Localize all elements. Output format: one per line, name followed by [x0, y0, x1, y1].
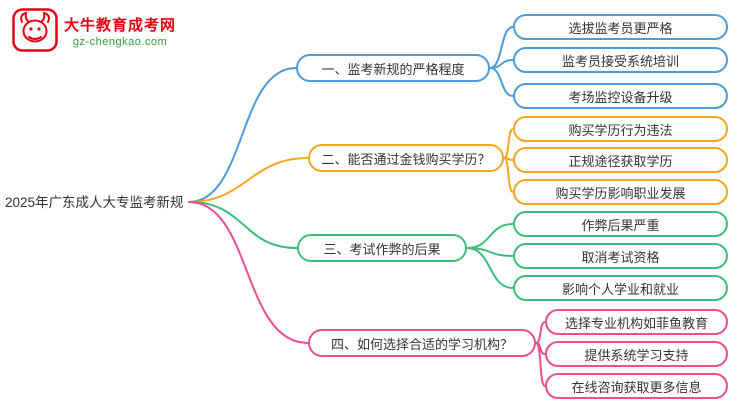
- connector-branch4-leaf2: [535, 342, 546, 355]
- leaf-2-3-label: 购买学历影响职业发展: [555, 185, 686, 201]
- branch-node-3: 三、考试作弊的后果: [297, 234, 467, 262]
- connector-branch3-leaf2: [466, 247, 514, 257]
- leaf-4-2-label: 提供系统学习支持: [584, 347, 689, 363]
- connector-branch1-leaf2: [489, 59, 514, 69]
- leaf-3-2-label: 取消考试资格: [581, 249, 660, 265]
- connector-root-branch-1: [188, 67, 297, 203]
- leaf-node-1-2: 监考员接受系统培训: [513, 47, 728, 73]
- leaf-node-1-1: 选拔监考员更严格: [513, 14, 728, 40]
- leaf-4-1-label: 选择专业机构如菲鱼教育: [564, 315, 708, 331]
- branch-node-1: 一、监考新规的严格程度: [296, 54, 490, 82]
- leaf-node-4-1: 选择专业机构如菲鱼教育: [545, 309, 728, 335]
- branch-node-4: 四、如何选择合适的学习机构？: [308, 329, 536, 357]
- root-topic: 2025年广东成人大专监考新规: [5, 195, 184, 210]
- connector-branch2-leaf2: [503, 157, 514, 161]
- leaf-2-2-label: 正规途径获取学历: [568, 153, 673, 169]
- branch-4-label: 四、如何选择合适的学习机构？: [330, 336, 513, 352]
- connector-branch3-leaf1: [466, 223, 514, 249]
- leaf-3-3-label: 影响个人学业和就业: [561, 281, 679, 297]
- connector-branch4-leaf1: [535, 321, 546, 344]
- leaf-node-3-2: 取消考试资格: [513, 243, 728, 269]
- connector-branch1-leaf1: [489, 26, 514, 69]
- leaf-node-3-1: 作弊后果严重: [513, 211, 728, 237]
- leaf-node-4-2: 提供系统学习支持: [545, 341, 728, 367]
- branch-1-label: 一、监考新规的严格程度: [321, 61, 465, 77]
- leaf-node-4-3: 在线咨询获取更多信息: [545, 373, 728, 399]
- leaf-1-2-label: 监考员接受系统培训: [561, 53, 679, 69]
- branch-node-2: 二、能否通过金钱购买学历？: [308, 144, 504, 172]
- leaf-3-1-label: 作弊后果严重: [581, 217, 660, 233]
- connector-root-branch-4: [188, 201, 309, 344]
- bull-logo-icon: [12, 8, 58, 57]
- site-logo[interactable]: 大牛教育成考网 gz-chengkao.com: [12, 8, 176, 57]
- branch-2-label: 二、能否通过金钱购买学历？: [321, 151, 491, 167]
- branch-3-label: 三、考试作弊的后果: [323, 241, 441, 257]
- leaf-1-3-label: 考场监控设备升级: [568, 89, 673, 105]
- leaf-node-3-3: 影响个人学业和就业: [513, 275, 728, 301]
- leaf-node-2-1: 购买学历行为违法: [513, 116, 728, 142]
- site-name: 大牛教育成考网: [64, 17, 177, 34]
- connector-branch3-leaf3: [466, 247, 514, 289]
- connector-root-branch-3: [188, 201, 298, 249]
- connector-root-branch-2: [188, 157, 309, 203]
- leaf-4-3-label: 在线咨询获取更多信息: [571, 379, 702, 395]
- connector-branch2-leaf3: [503, 157, 514, 193]
- connector-branch1-leaf3: [489, 67, 514, 97]
- leaf-node-2-3: 购买学历影响职业发展: [513, 179, 728, 205]
- connector-branch4-leaf3: [535, 342, 546, 387]
- leaf-node-1-3: 考场监控设备升级: [513, 83, 728, 109]
- leaf-1-1-label: 选拔监考员更严格: [568, 20, 673, 36]
- leaf-2-1-label: 购买学历行为违法: [568, 122, 673, 138]
- leaf-node-2-2: 正规途径获取学历: [513, 147, 728, 173]
- connector-branch2-leaf1: [503, 128, 514, 159]
- site-domain: gz-chengkao.com: [72, 36, 168, 48]
